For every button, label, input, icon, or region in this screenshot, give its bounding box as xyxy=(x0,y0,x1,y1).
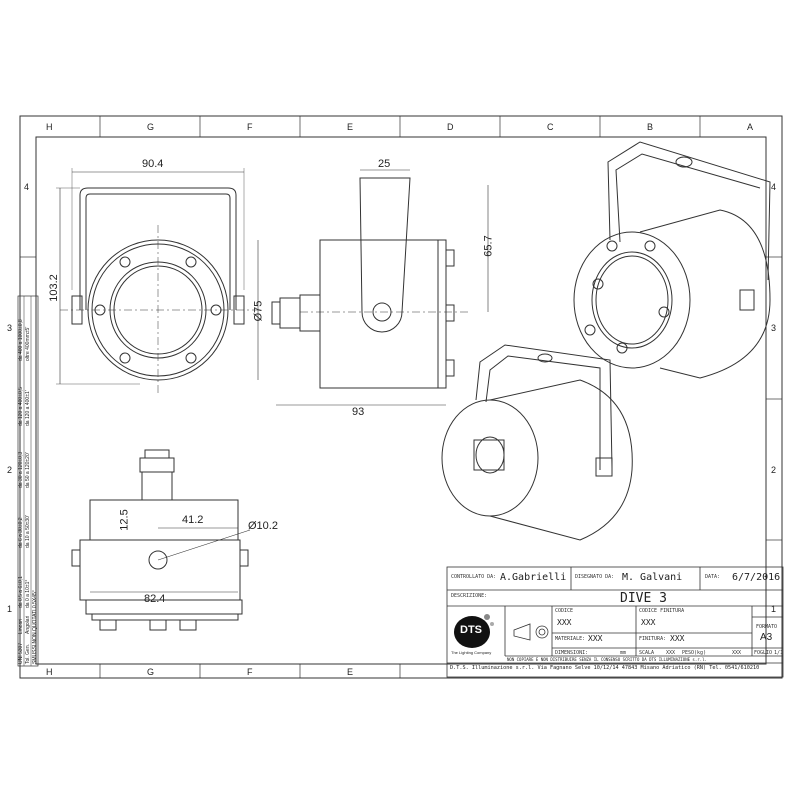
data-label: DATA: xyxy=(705,574,721,580)
side-view xyxy=(271,169,489,406)
disegnato-label: DISEGNATO DA: xyxy=(575,574,615,580)
column-label: C xyxy=(547,122,554,132)
descrizione-label: DESCRIZIONE: xyxy=(451,593,488,599)
tolerance-table: SMUSSI NON QUOTATI 0,5X45° Tol. Gen. Ang… xyxy=(18,296,38,666)
title-block-lines xyxy=(446,566,784,678)
tolerance-cell: UNI 5307 xyxy=(18,642,24,664)
tolerance-cell: da 400 a 1000±0,8 xyxy=(18,319,24,361)
grid-ticks xyxy=(20,116,782,678)
tolerance-cell: Angolari xyxy=(25,615,31,634)
column-label: H xyxy=(46,667,53,677)
dimension-bracket: 25 xyxy=(378,158,391,170)
logo-text: DTS xyxy=(460,624,482,636)
row-label: 3 xyxy=(771,323,777,333)
dimensioni-value: mm xyxy=(620,650,627,656)
dimension-side-length: 93 xyxy=(352,406,365,418)
codice-finitura-value: XXX xyxy=(641,618,656,627)
row-label: 1 xyxy=(7,604,13,614)
finitura-label: FINITURA: xyxy=(639,636,667,642)
tolerance-cell: da 120 a 400±1' xyxy=(25,390,31,426)
column-label: D xyxy=(447,122,454,132)
company-address: D.T.S. Illuminazione s.r.l. Via Fagnano … xyxy=(450,665,760,671)
descrizione-value: DIVE 3 xyxy=(620,591,667,606)
data-value: 6/7/2016 xyxy=(732,572,781,583)
outer-frame xyxy=(19,115,783,679)
dimension-side-height: 65.7 xyxy=(482,235,495,257)
tolerance-cell: da 0,5 a 6±0,1 xyxy=(18,576,24,608)
codice-label: CODICE xyxy=(555,608,574,614)
tolerance-cell: da 10 a 50±30' xyxy=(25,515,31,548)
isometric-view-top xyxy=(573,141,771,379)
tolerance-cell: Tol. Gen. xyxy=(25,643,31,664)
row-label: 1 xyxy=(771,604,777,614)
materiale-value: XXX xyxy=(588,634,603,643)
column-label: E xyxy=(347,667,354,677)
bottom-view xyxy=(71,449,251,631)
dimension-front-width: 90.4 xyxy=(142,158,164,170)
row-label: 2 xyxy=(771,465,777,475)
column-label: G xyxy=(147,667,155,677)
tolerance-cell: da 6 a 30±0,2 xyxy=(18,517,24,548)
column-label: B xyxy=(647,122,654,132)
controllato-value: A.Gabrielli xyxy=(500,572,567,583)
dimension-diameter: Ø75 xyxy=(252,300,265,322)
copyright-notice: NON COPIARE E NON DISTRIBUIRE SENZA IL C… xyxy=(507,657,707,662)
tolerance-cell: da 30 a 120±0,3 xyxy=(18,451,24,488)
formato-label: FORMATO xyxy=(756,624,778,630)
controllato-label: CONTROLLATO DA: xyxy=(451,574,497,580)
inner-frame xyxy=(35,136,767,665)
column-label: H xyxy=(46,122,53,132)
dimension-bottom-width: 82.4 xyxy=(144,593,166,605)
row-label: 3 xyxy=(7,323,13,333)
materiale-label: MATERIALE: xyxy=(555,636,586,642)
tolerance-cell: da 120 a 400±0,5 xyxy=(18,387,24,426)
row-label: 4 xyxy=(24,182,30,192)
dimension-bottom-offset: 41.2 xyxy=(182,514,204,526)
dts-logo xyxy=(454,614,494,648)
codice-finitura-label: CODICE FINITURA xyxy=(639,608,685,614)
codice-value: XXX xyxy=(557,618,572,627)
tolerance-cell: da 0 a 10±1° xyxy=(25,579,31,608)
finitura-value: XXX xyxy=(670,634,685,643)
dimension-bottom-height: 12.5 xyxy=(118,509,131,531)
peso-label: PESO(kg) xyxy=(682,650,707,656)
tolerance-note: SMUSSI NON QUOTATI 0,5X45° xyxy=(32,590,38,664)
row-label: 4 xyxy=(771,182,777,192)
tolerance-cell: Lineari xyxy=(18,618,24,634)
foglio-label: FOGLIO xyxy=(754,650,773,656)
column-label: G xyxy=(147,122,155,132)
foglio-value: 1/1 xyxy=(774,650,784,656)
scala-value: XXX xyxy=(666,650,676,656)
tolerance-cell: oltre 400mm±5' xyxy=(25,326,31,361)
column-label: E xyxy=(347,122,354,132)
column-label: A xyxy=(747,122,754,132)
dimension-hole-diameter: Ø10.2 xyxy=(248,520,278,532)
logo-tagline: The Lighting Company xyxy=(451,650,492,655)
column-label: F xyxy=(247,122,253,132)
dimensioni-label: DIMENSIONI: xyxy=(555,650,589,656)
formato-value: A3 xyxy=(760,632,773,643)
isometric-view-bottom xyxy=(441,344,633,541)
dimension-front-height: 103.2 xyxy=(47,274,60,302)
tolerance-cell: da 50 a 120±20' xyxy=(25,452,31,488)
peso-value: XXX xyxy=(732,650,742,656)
front-view xyxy=(56,168,260,395)
row-label: 2 xyxy=(7,465,13,475)
disegnato-value: M. Galvani xyxy=(622,572,683,583)
scala-label: SCALA xyxy=(639,650,655,656)
column-label: F xyxy=(247,667,253,677)
